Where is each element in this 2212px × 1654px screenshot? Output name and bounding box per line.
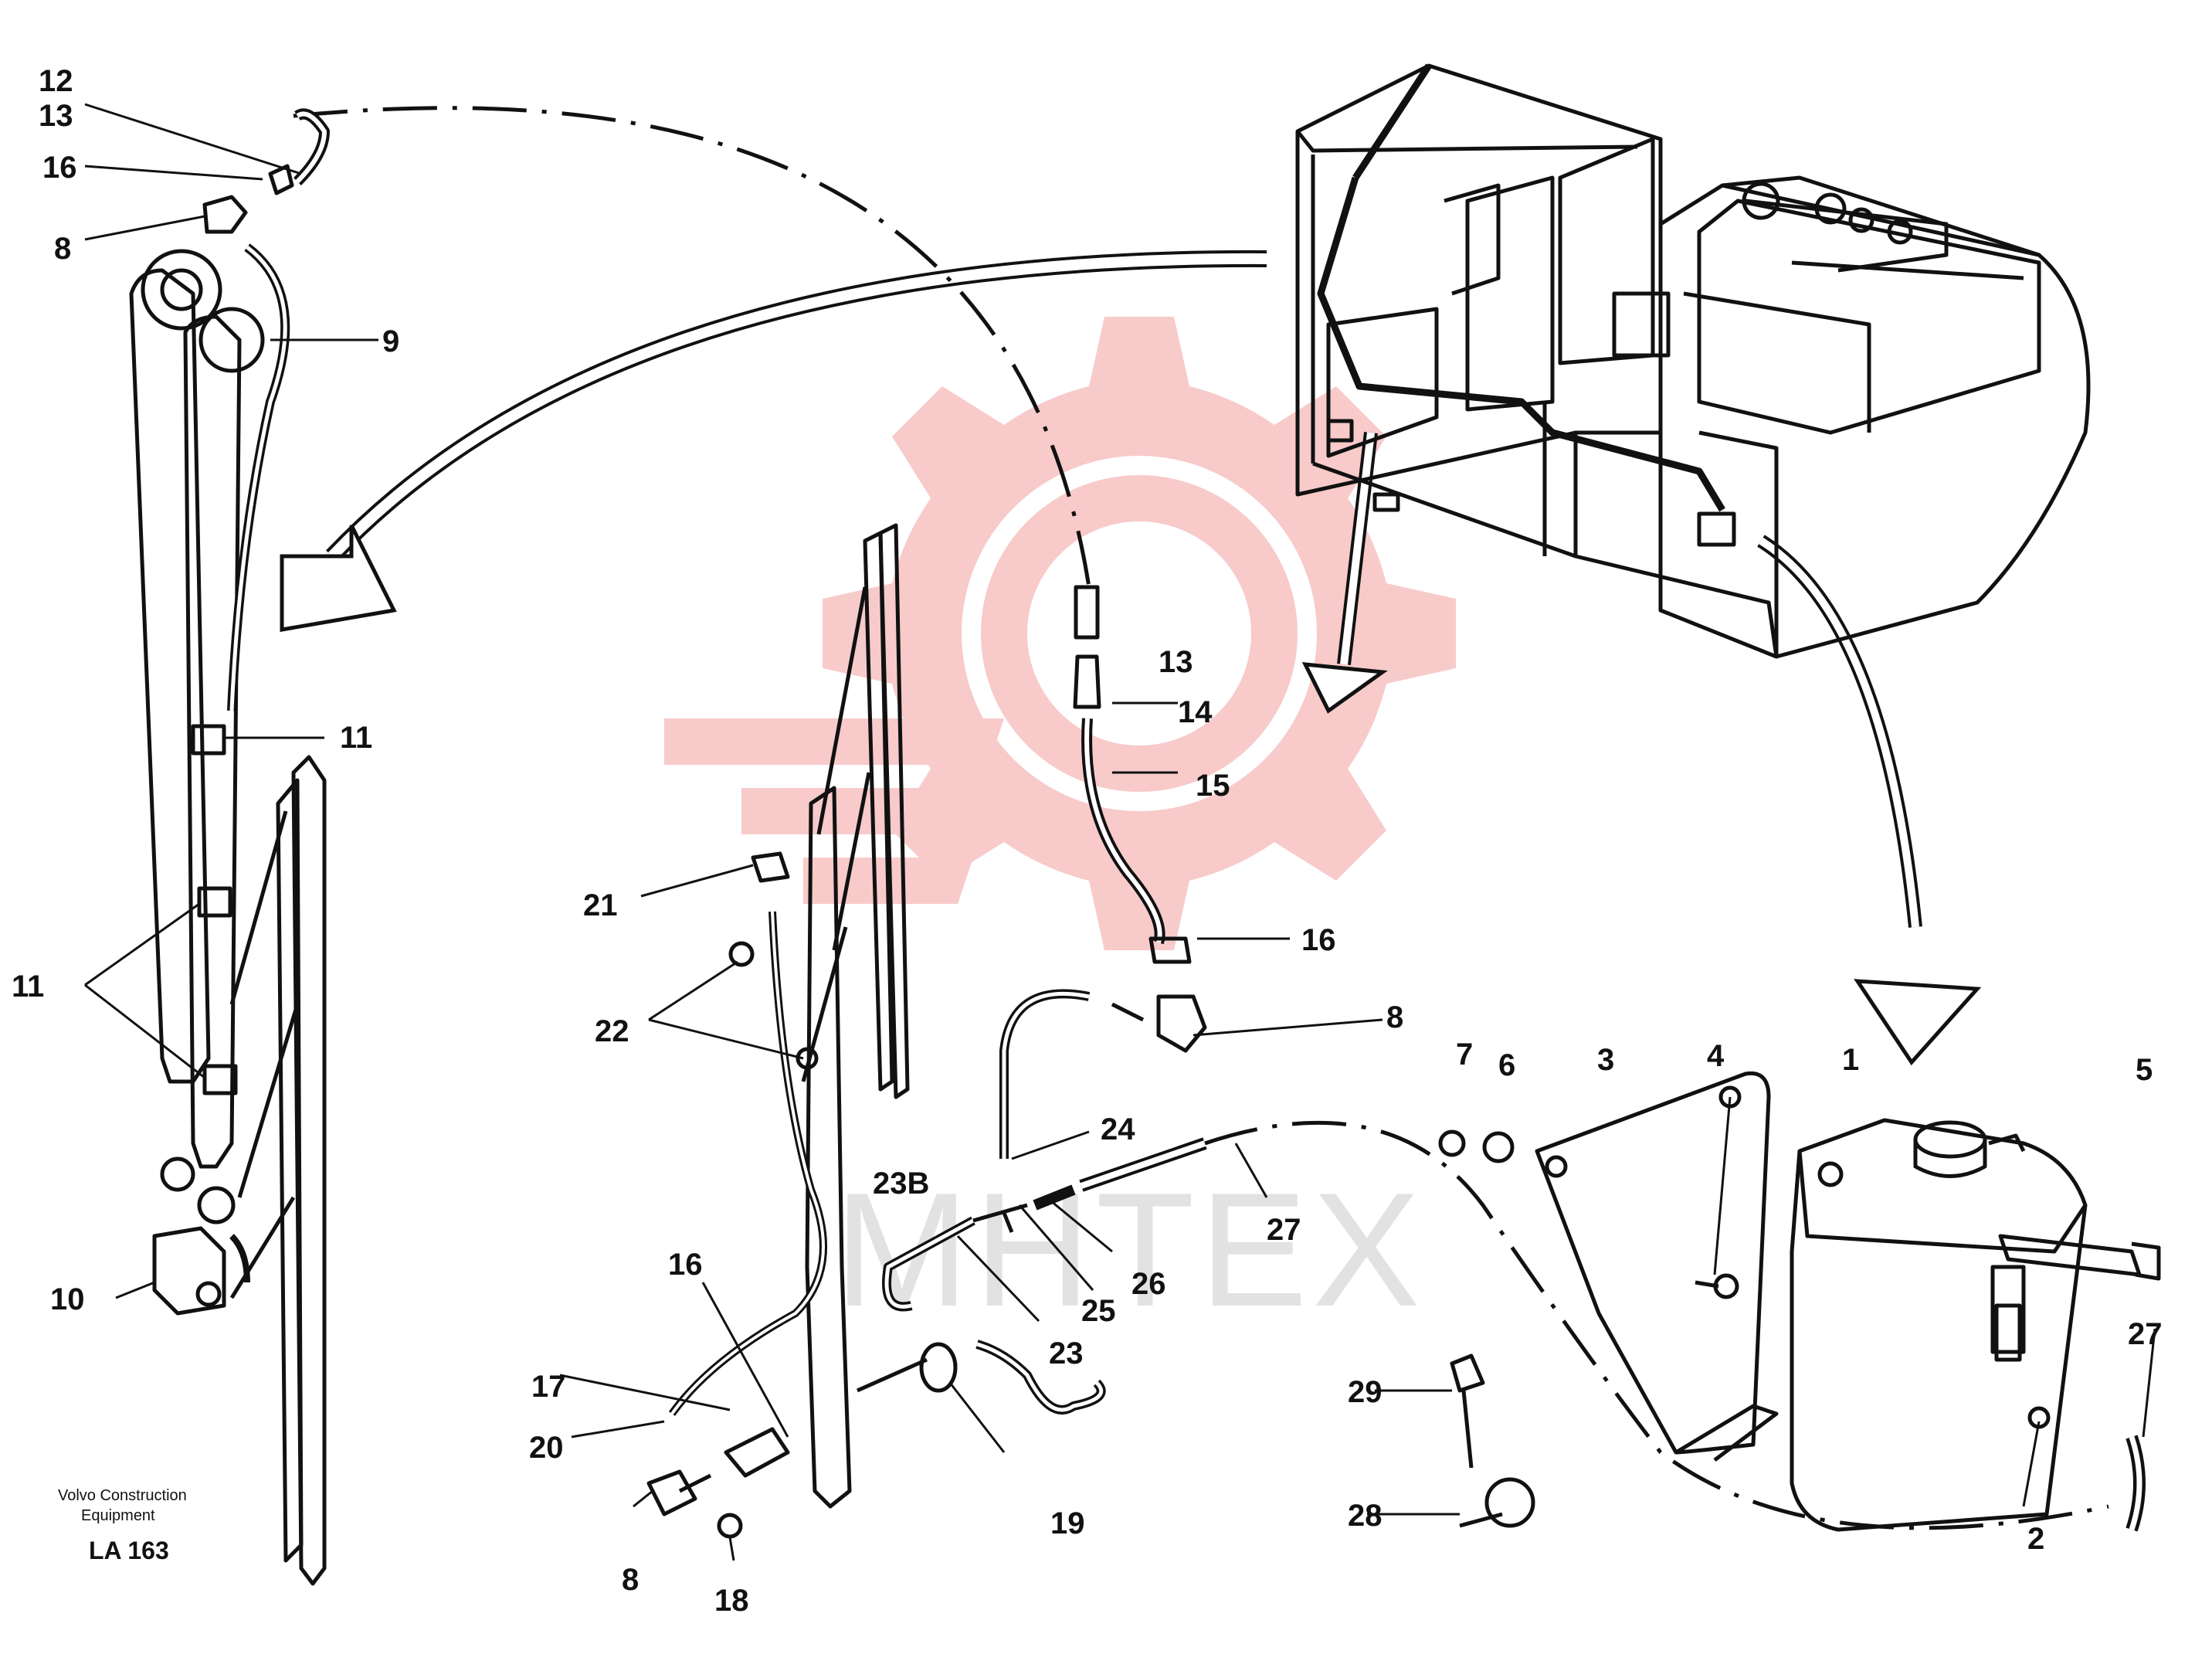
credit-line-2: Equipment [81,1507,155,1524]
part-labels: 12 13 16 8 9 11 11 10 13 14 15 16 8 24 2… [12,64,2163,1618]
washer-tank-location [1697,511,1736,547]
label-24: 24 [1101,1112,1135,1146]
label-17: 17 [531,1370,566,1404]
label-9: 9 [382,324,399,358]
label-1: 1 [1842,1043,1859,1077]
watermark-text: MHTEX [834,1159,1425,1340]
label-11: 11 [340,721,372,755]
label-8-center: 8 [1386,1000,1403,1034]
label-25: 25 [1081,1294,1116,1328]
label-27-right: 27 [2128,1317,2163,1351]
credit-block: Volvo Construction Equipment LA 163 [58,1487,187,1564]
label-12: 12 [39,64,73,98]
label-16-bottom: 16 [668,1248,703,1282]
label-10: 10 [50,1282,85,1316]
label-28: 28 [1348,1499,1382,1533]
arrow-down-icon [1301,662,1388,714]
label-29: 29 [1348,1375,1382,1409]
excavator-cab-drawing [1295,63,2091,659]
washer-tank-assembly [1438,1071,2161,1532]
label-8-bottom: 8 [622,1563,639,1597]
label-11-pair: 11 [12,970,44,1004]
label-13: 13 [39,99,73,133]
label-23b: 23B [873,1167,929,1201]
label-2: 2 [2027,1522,2044,1556]
arrow-left-icon [280,524,397,632]
arrow-heads [280,524,1982,1066]
arrow-down-right-icon [1854,979,1982,1066]
credit-line-1: Volvo Construction [58,1487,187,1504]
center-wiper-assembly [646,523,1207,1539]
leader-curves [293,106,2109,1530]
label-19: 19 [1050,1506,1085,1540]
label-8: 8 [54,232,71,266]
drawing-code: LA 163 [89,1537,169,1564]
label-21: 21 [583,888,618,922]
label-7: 7 [1456,1038,1473,1072]
label-22: 22 [595,1014,629,1048]
label-15: 15 [1196,769,1230,803]
label-4: 4 [1707,1039,1725,1073]
label-23: 23 [1049,1336,1084,1370]
label-18: 18 [714,1584,749,1618]
label-13-center: 13 [1159,645,1193,679]
watermark-logo [664,317,1456,950]
label-20: 20 [529,1431,564,1465]
label-27-center: 27 [1267,1213,1301,1247]
label-3: 3 [1597,1043,1614,1077]
label-leaders [84,103,2156,1561]
label-5: 5 [2136,1053,2153,1087]
left-wiper-assembly [129,108,330,1586]
label-16-center: 16 [1301,923,1336,957]
label-16: 16 [42,151,77,185]
label-6: 6 [1498,1048,1515,1082]
label-14: 14 [1178,695,1213,729]
label-26: 26 [1131,1267,1166,1301]
